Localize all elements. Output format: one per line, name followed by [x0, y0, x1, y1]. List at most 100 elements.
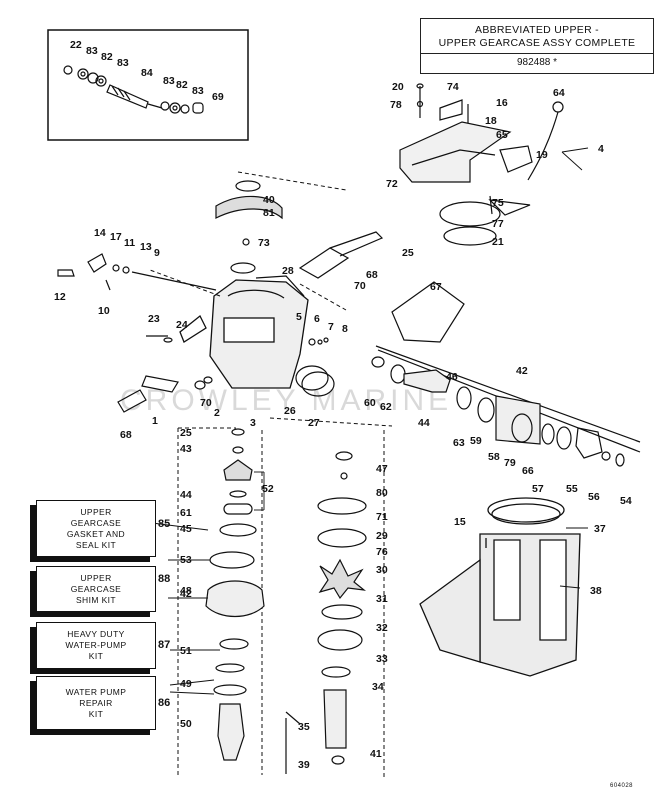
callout-58: 58 [488, 451, 500, 463]
callout-83: 83 [117, 57, 129, 69]
callout-4: 4 [598, 143, 604, 155]
callout-34: 34 [372, 681, 384, 693]
callout-53: 53 [180, 554, 192, 566]
callout-18: 18 [485, 115, 497, 127]
shift-shaft-parts [63, 65, 204, 114]
assembly-title-box: ABBREVIATED UPPER - UPPER GEARCASE ASSY … [420, 18, 654, 74]
callout-3: 3 [250, 417, 256, 429]
callout-62: 62 [380, 401, 392, 413]
callout-55: 55 [566, 483, 578, 495]
callout-74: 74 [447, 81, 459, 93]
callout-38: 38 [590, 585, 602, 597]
callout-11: 11 [124, 237, 135, 249]
callout-70: 70 [200, 397, 212, 409]
callout-24: 24 [176, 319, 188, 331]
callout-25: 25 [180, 427, 192, 439]
callout-75: 75 [492, 197, 504, 209]
callout-5: 5 [296, 311, 302, 323]
callout-80: 80 [376, 487, 388, 499]
callout-49: 49 [180, 678, 192, 690]
kit-number: 88 [158, 573, 171, 585]
callout-30: 30 [376, 564, 388, 576]
shift-lever-parts [57, 253, 217, 343]
callout-83: 83 [86, 45, 98, 57]
callout-31: 31 [376, 593, 388, 605]
callout-29: 29 [376, 530, 388, 542]
callout-40: 40 [263, 194, 275, 206]
callout-66: 66 [522, 465, 534, 477]
side-small-parts [295, 281, 465, 397]
kit-number: 86 [158, 697, 171, 709]
callout-42: 42 [180, 588, 192, 600]
callout-81: 81 [263, 207, 275, 219]
callout-60: 60 [364, 397, 376, 409]
title-line-1: ABBREVIATED UPPER - [475, 24, 599, 36]
callout-8: 8 [342, 323, 348, 335]
left-shaft-stack [205, 428, 265, 761]
callout-17: 17 [110, 231, 122, 243]
callout-73: 73 [258, 237, 270, 249]
callout-10: 10 [98, 305, 110, 317]
callout-32: 32 [376, 622, 388, 634]
callout-25: 25 [402, 247, 414, 259]
callout-44: 44 [418, 417, 430, 429]
callout-14: 14 [94, 227, 106, 239]
kit-box-heavy-duty-pump: HEAVY DUTY WATER-PUMP KIT [36, 622, 156, 669]
callout-22: 22 [70, 39, 82, 51]
callout-82: 82 [176, 79, 188, 91]
assembly-part-number: 982488 * [516, 57, 558, 68]
callout-78: 78 [390, 99, 402, 111]
callout-13: 13 [140, 241, 152, 253]
kit-box-gasket-seal: UPPER GEARCASE GASKET AND SEAL KIT [36, 500, 156, 557]
kit-label: WATER PUMP REPAIR KIT [65, 686, 127, 719]
callout-65: 65 [496, 129, 508, 141]
callout-27: 27 [308, 417, 320, 429]
drawing-stamp: 604028 [610, 783, 634, 789]
callout-83: 83 [192, 85, 204, 97]
callout-1: 1 [152, 415, 158, 427]
callout-77: 77 [492, 218, 504, 230]
shift-cover-assembly [399, 83, 564, 246]
inset-box-shift-parts [47, 29, 249, 141]
callout-37: 37 [594, 523, 606, 535]
upper-gearcase-housing [179, 275, 309, 389]
callout-71: 71 [376, 511, 388, 523]
callout-leaders [151, 147, 589, 695]
callout-82: 82 [101, 51, 113, 63]
kit-number: 87 [158, 639, 171, 651]
kit-box-shim: UPPER GEARCASE SHIM KIT [36, 566, 156, 612]
callout-20: 20 [392, 81, 404, 93]
callout-23: 23 [148, 313, 160, 325]
assembly-center-lines [149, 171, 393, 778]
kit-label: HEAVY DUTY WATER-PUMP KIT [65, 629, 127, 661]
lower-gasket-plates [117, 375, 213, 413]
callout-63: 63 [453, 437, 465, 449]
callout-42: 42 [516, 365, 528, 377]
callout-41: 41 [370, 748, 382, 760]
callout-70: 70 [354, 280, 366, 292]
callout-57: 57 [532, 483, 544, 495]
kit-box-pump-repair: WATER PUMP REPAIR KIT [36, 676, 156, 730]
callout-68: 68 [120, 429, 132, 441]
callout-15: 15 [454, 516, 466, 528]
callout-35: 35 [298, 721, 310, 733]
callout-9: 9 [154, 247, 160, 259]
callout-64: 64 [553, 87, 565, 99]
callout-44: 44 [180, 489, 192, 501]
callout-45: 45 [180, 523, 192, 535]
callout-67: 67 [430, 281, 442, 293]
callout-68: 68 [366, 269, 378, 281]
callout-33: 33 [376, 653, 388, 665]
callout-59: 59 [470, 435, 482, 447]
callout-43: 43 [180, 443, 192, 455]
callout-83: 83 [163, 75, 175, 87]
callout-16: 16 [496, 97, 508, 109]
callout-6: 6 [314, 313, 320, 325]
callout-26: 26 [284, 405, 296, 417]
callout-50: 50 [180, 718, 192, 730]
callout-21: 21 [492, 236, 504, 248]
callout-56: 56 [588, 491, 600, 503]
callout-47: 47 [376, 463, 388, 475]
kit-number: 85 [158, 518, 171, 530]
